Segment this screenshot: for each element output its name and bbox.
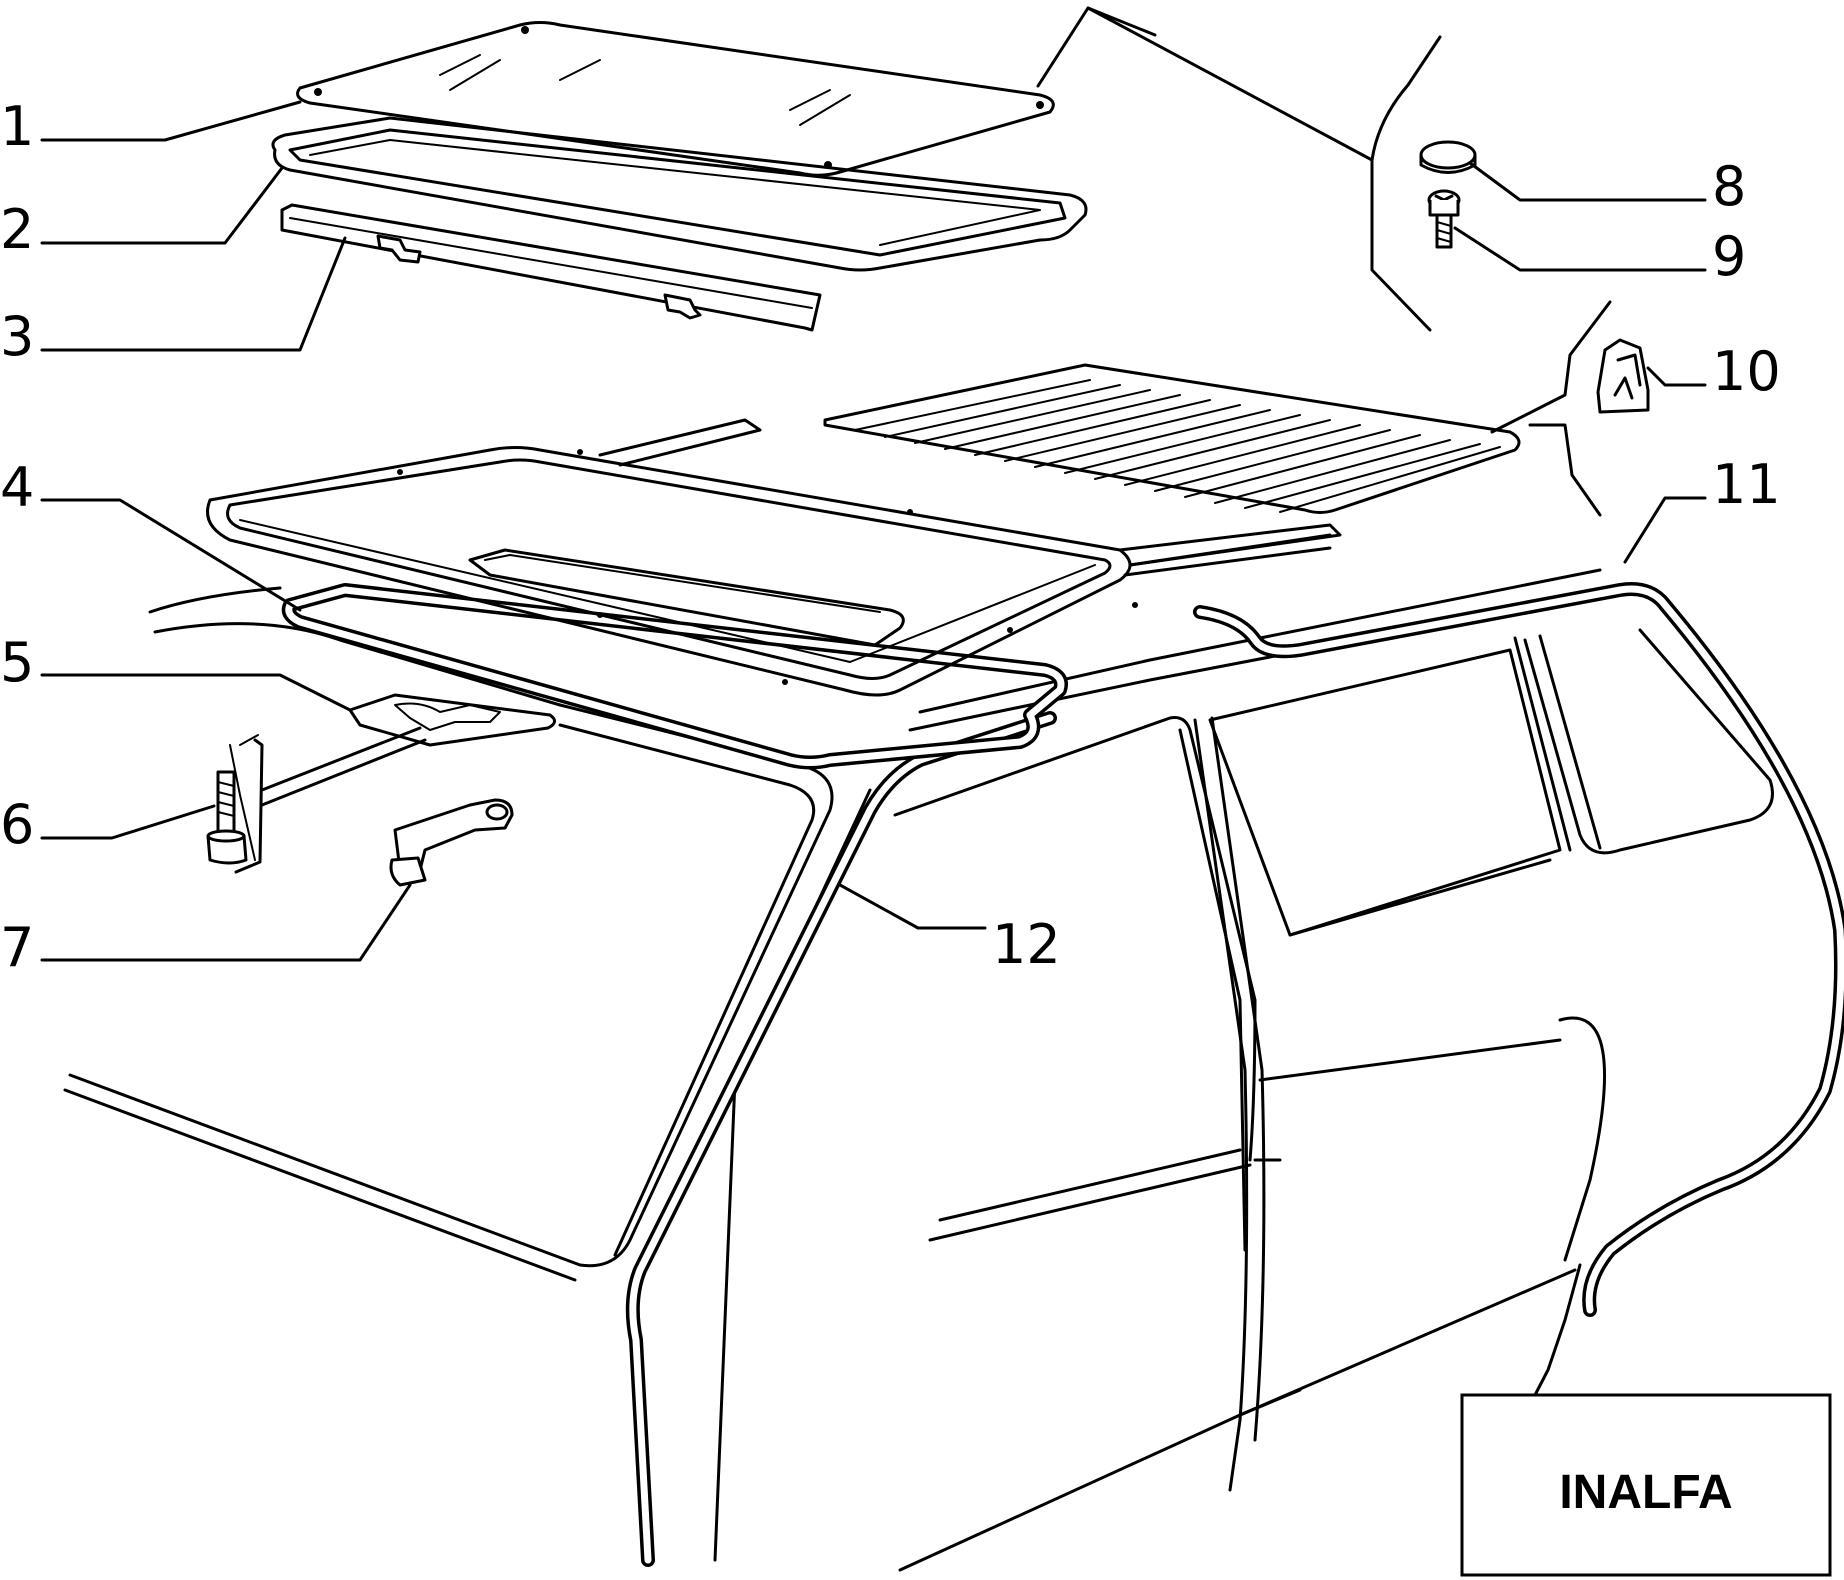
leader-lines	[40, 100, 1707, 962]
callout-7: 7	[0, 916, 34, 979]
callout-labels: 1 2 3 4 5 6 7 8 9 10 11 12	[0, 95, 1781, 979]
part-3-rail	[280, 203, 822, 332]
part-4-seal-frame	[281, 583, 1068, 770]
callout-2: 2	[0, 198, 34, 261]
callout-12: 12	[992, 913, 1061, 976]
car-body-outline	[63, 568, 1774, 1572]
part-8-cap	[1419, 140, 1477, 174]
seal-12	[625, 711, 1057, 1567]
part-6-bolt	[206, 770, 248, 865]
part-9-screw	[1427, 189, 1461, 249]
brand-box: INALFA	[1460, 1393, 1832, 1577]
sunshade-panel	[823, 363, 1521, 514]
part-7-handle	[389, 798, 514, 887]
seal-11	[1193, 582, 1844, 1317]
callout-3: 3	[0, 305, 34, 368]
part-10-clip	[1596, 338, 1650, 414]
brand-label: INALFA	[1559, 1466, 1732, 1519]
part-2-seal-frame	[271, 116, 1088, 272]
callout-4: 4	[0, 456, 34, 519]
callout-9: 9	[1712, 225, 1746, 288]
callout-6: 6	[0, 793, 34, 856]
group-bracket-lines	[234, 6, 1612, 874]
callout-1: 1	[0, 95, 34, 158]
part-1-glass-panel	[296, 21, 1055, 177]
callout-8: 8	[1712, 155, 1746, 218]
part-5-bracket	[348, 693, 556, 747]
callout-10: 10	[1712, 340, 1781, 403]
callout-11: 11	[1712, 453, 1781, 516]
callout-5: 5	[0, 631, 34, 694]
sunroof-main-frame	[206, 418, 1342, 697]
